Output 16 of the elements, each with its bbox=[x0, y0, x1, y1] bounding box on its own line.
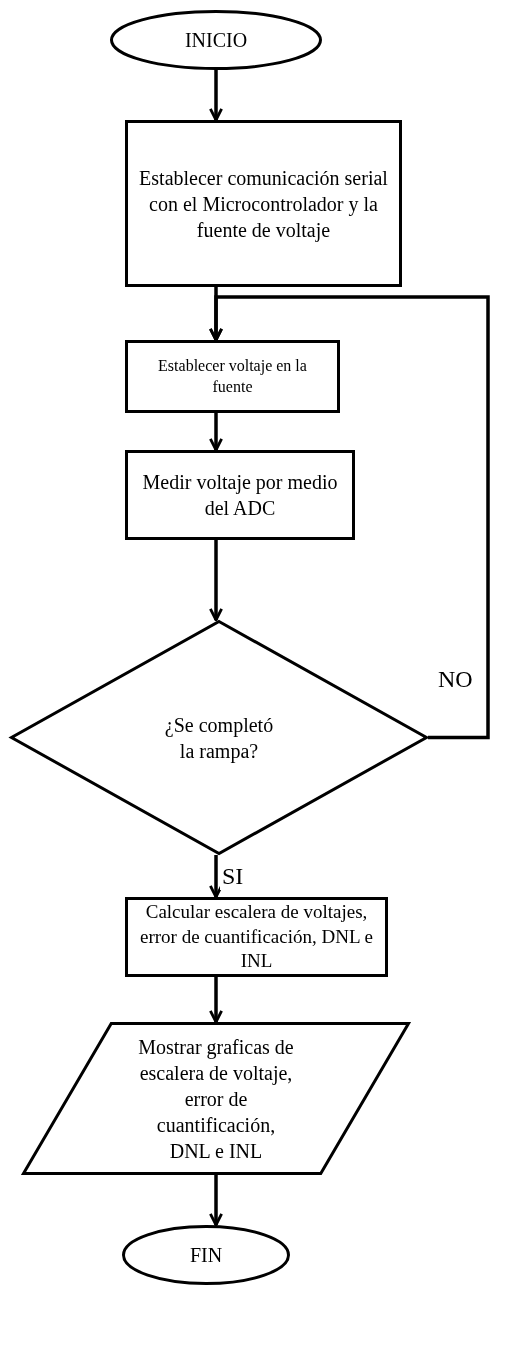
step-text: Establecer voltaje en la fuente bbox=[157, 355, 308, 397]
process-box bbox=[125, 340, 340, 413]
process-box bbox=[125, 120, 402, 287]
step-text: Medir voltaje por medio del ADC bbox=[141, 470, 339, 521]
terminal-ellipse bbox=[122, 1225, 290, 1285]
process-box bbox=[125, 450, 355, 540]
step-text: INICIO bbox=[184, 28, 248, 53]
step-text: FIN bbox=[189, 1243, 223, 1268]
decision-diamond bbox=[10, 620, 428, 855]
step-text: Mostrar graficas de escalera de voltaje, error de cuantificación, DNL e INL bbox=[137, 1034, 295, 1164]
terminal-ellipse bbox=[110, 10, 322, 70]
process-box bbox=[125, 897, 388, 977]
step-text: Calcular escalera de voltajes, error de cuantificación, DNL e INL bbox=[139, 899, 374, 974]
io-parallelogram bbox=[22, 1022, 410, 1175]
step-text: ¿Se completó la rampa? bbox=[163, 712, 275, 764]
step-text: Establecer comunicación serial con el Microcontrolador y la fuente de voltaje bbox=[138, 165, 389, 243]
